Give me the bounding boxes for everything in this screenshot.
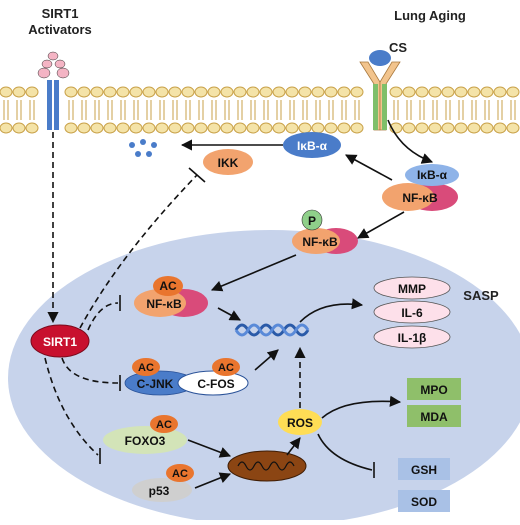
lung-aging-title: Lung Aging (394, 8, 466, 23)
p53-node (132, 478, 192, 502)
sasp-title: SASP (463, 288, 499, 303)
phospho-nfkb (292, 209, 358, 254)
ikb-nfkb-complex (382, 164, 459, 211)
mpo-label: MPO (420, 383, 447, 397)
ac-foxo3-label: AC (156, 419, 172, 431)
dna-icon (234, 323, 310, 337)
ros-to-mpo-arrow (321, 395, 402, 419)
cs-ligand (369, 50, 391, 66)
ros-increased-list: MPO MDA (407, 378, 461, 427)
phospho-nfkb-label: NF-κB (302, 235, 338, 249)
cjnk-label: C-JNK (137, 377, 174, 391)
ac-foxo3-badge (150, 415, 178, 433)
nfkb-complex-label: NF-κB (402, 191, 438, 205)
sod-label: SOD (411, 495, 437, 509)
sirt1-inhibits-cjnk (61, 357, 119, 384)
nfkb-to-dna-arrow (217, 307, 241, 321)
complex-to-ikb-arrow (345, 154, 393, 181)
ac-cjnk-label: AC (138, 362, 154, 374)
foxo3-label: FOXO3 (125, 434, 166, 448)
sasp-item-label: IL-6 (401, 306, 423, 320)
foxo3-node (103, 426, 187, 454)
ac-p53-badge (166, 464, 194, 482)
sirt1-inhibits-ikk (79, 174, 198, 329)
ikk-inhibition-bar (188, 167, 206, 183)
sirt1-inhibits-foxo3-p53 (44, 357, 99, 456)
p53-to-mito-arrow (194, 472, 232, 489)
gsh-box (398, 458, 450, 480)
ac-cfos-label: AC (218, 362, 234, 374)
p53-label: p53 (149, 484, 170, 498)
mpo-box (407, 378, 461, 400)
phospho-p-label: P (308, 214, 316, 228)
dna-to-sasp-arrow (299, 298, 364, 323)
mitochondrion (227, 450, 307, 482)
cs-to-complex-arrow (387, 119, 434, 164)
ac-nfkb-label: AC (159, 279, 177, 293)
cfos-label: C-FOS (197, 377, 234, 391)
ros-decreased-list: GSH SOD (398, 458, 450, 512)
ikb-alpha-node (283, 132, 341, 158)
cell-membrane (0, 86, 520, 134)
sirt1-inhibits-nfkb (87, 302, 119, 331)
sirt1-activator-receptor (37, 51, 70, 130)
complex-to-phospho-arrow (357, 211, 405, 239)
sasp-list: MMP IL-6 IL-1β (373, 276, 451, 349)
cjnk-to-dna-arrow (254, 349, 279, 371)
sasp-item (373, 325, 451, 349)
sirt1-node (30, 324, 90, 358)
nfkb-nuclear-label: NF-κB (146, 297, 182, 311)
sasp-item (373, 300, 451, 324)
gsh-label: GSH (411, 463, 437, 477)
sasp-item-label: MMP (398, 282, 426, 296)
foxo3-to-mito-arrow (187, 439, 232, 458)
connectors (44, 119, 434, 489)
ac-p53-label: AC (172, 468, 188, 480)
sirt1-label: SIRT1 (43, 335, 77, 349)
ikk-label: IKK (218, 156, 239, 170)
phospho-to-nucleus-arrow (210, 254, 297, 292)
ikk-node (203, 149, 253, 175)
ros-label: ROS (287, 416, 313, 430)
ikb-complex-label: IκB-α (417, 168, 448, 182)
cs-label: CS (389, 40, 407, 55)
mda-box (407, 405, 461, 427)
sod-box (398, 490, 450, 512)
mda-label: MDA (420, 410, 448, 424)
cs-receptor (359, 50, 401, 131)
degradation-dots (129, 139, 157, 157)
sirt1-activators-title-line2: Activators (28, 22, 92, 37)
sasp-item (373, 276, 451, 300)
ikb-alpha-label: IκB-α (297, 139, 328, 153)
ros-inhibits-gsh (317, 433, 373, 471)
ros-node (278, 409, 322, 435)
mito-to-ros-arrow (286, 437, 301, 456)
cjnk-cfos-complex (124, 358, 249, 396)
acetyl-nfkb (134, 276, 208, 317)
sasp-item-label: IL-1β (398, 331, 427, 345)
sirt1-activators-title-line1: SIRT1 (42, 6, 79, 21)
